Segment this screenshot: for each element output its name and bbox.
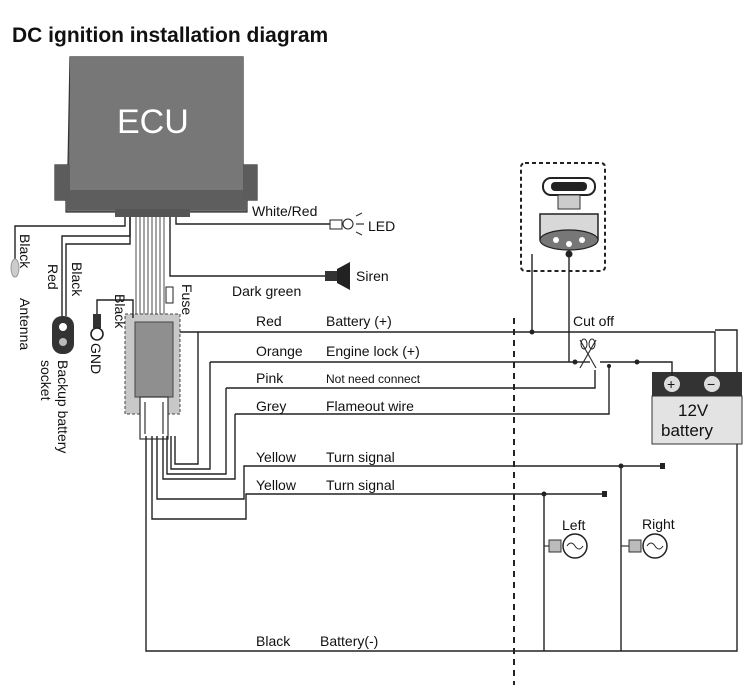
wire-fn-battery-minus: Battery(-)	[320, 633, 378, 649]
backup-black-label: Black	[69, 262, 85, 297]
gnd-label: GND	[88, 343, 104, 374]
right-lamp-label: Right	[642, 516, 675, 532]
right-turn-lamp: Right	[618, 463, 675, 651]
wire-harness	[135, 217, 165, 318]
led-label: LED	[368, 218, 395, 234]
diagram-title: DC ignition installation diagram	[12, 24, 328, 47]
backup-red-label: Red	[45, 264, 61, 290]
wire-fn-engine-lock: Engine lock (+)	[326, 343, 420, 359]
battery-voltage-label: 12V	[678, 401, 709, 420]
antenna-color-label: Black	[17, 234, 33, 269]
wire-fn-turn-2: Turn signal	[326, 477, 395, 493]
cut-off-label: Cut off	[573, 313, 614, 329]
battery-plus-label: +	[667, 376, 675, 392]
battery-12v: + − 12V battery	[637, 361, 743, 445]
wire-labels: Red Battery (+) Orange Engine lock (+) P…	[256, 313, 421, 649]
battery-label: battery	[661, 421, 713, 440]
ecu-label: ECU	[117, 103, 189, 141]
antenna-lead: Black Antenna	[10, 217, 126, 350]
wire-color-grey: Grey	[256, 398, 286, 414]
gnd-color-label: Black	[112, 294, 128, 329]
battery-minus-label: −	[707, 376, 715, 392]
siren-label: Siren	[356, 268, 389, 284]
backup-label-2: socket	[38, 360, 54, 401]
wire-color-yellow-2: Yellow	[256, 477, 297, 493]
fuse-label: Fuse	[179, 284, 195, 315]
white-red-label: White/Red	[252, 203, 317, 219]
wire-fn-flameout: Flameout wire	[326, 398, 414, 414]
wire-color-red: Red	[256, 313, 282, 329]
wire-fn-battery-plus: Battery (+)	[326, 313, 392, 329]
ignition-switch	[520, 162, 606, 362]
wire-color-pink: Pink	[256, 370, 284, 386]
siren-output: Dark green Siren	[169, 217, 389, 299]
led-output: White/Red LED	[175, 203, 395, 236]
backup-label-1: Backup battery	[55, 360, 71, 453]
wire-color-black: Black	[256, 633, 291, 649]
wire-color-orange: Orange	[256, 343, 303, 359]
left-lamp-label: Left	[562, 517, 585, 533]
gnd-lead: Black GND	[88, 294, 134, 374]
wire-color-yellow-1: Yellow	[256, 449, 297, 465]
wire-fn-not-need: Not need connect	[326, 372, 421, 386]
antenna-label: Antenna	[17, 298, 33, 350]
wire-fn-turn-1: Turn signal	[326, 449, 395, 465]
left-turn-lamp: Left	[541, 491, 588, 651]
fuse: Fuse	[165, 284, 195, 315]
dark-green-label: Dark green	[232, 283, 301, 299]
cut-off-scissors: Cut off	[572, 313, 640, 369]
output-wires	[145, 329, 738, 652]
harness-connector	[124, 313, 181, 440]
backup-battery-lead: Red Black Backup battery socket	[38, 217, 131, 453]
ecu-unit: ECU	[54, 56, 258, 217]
